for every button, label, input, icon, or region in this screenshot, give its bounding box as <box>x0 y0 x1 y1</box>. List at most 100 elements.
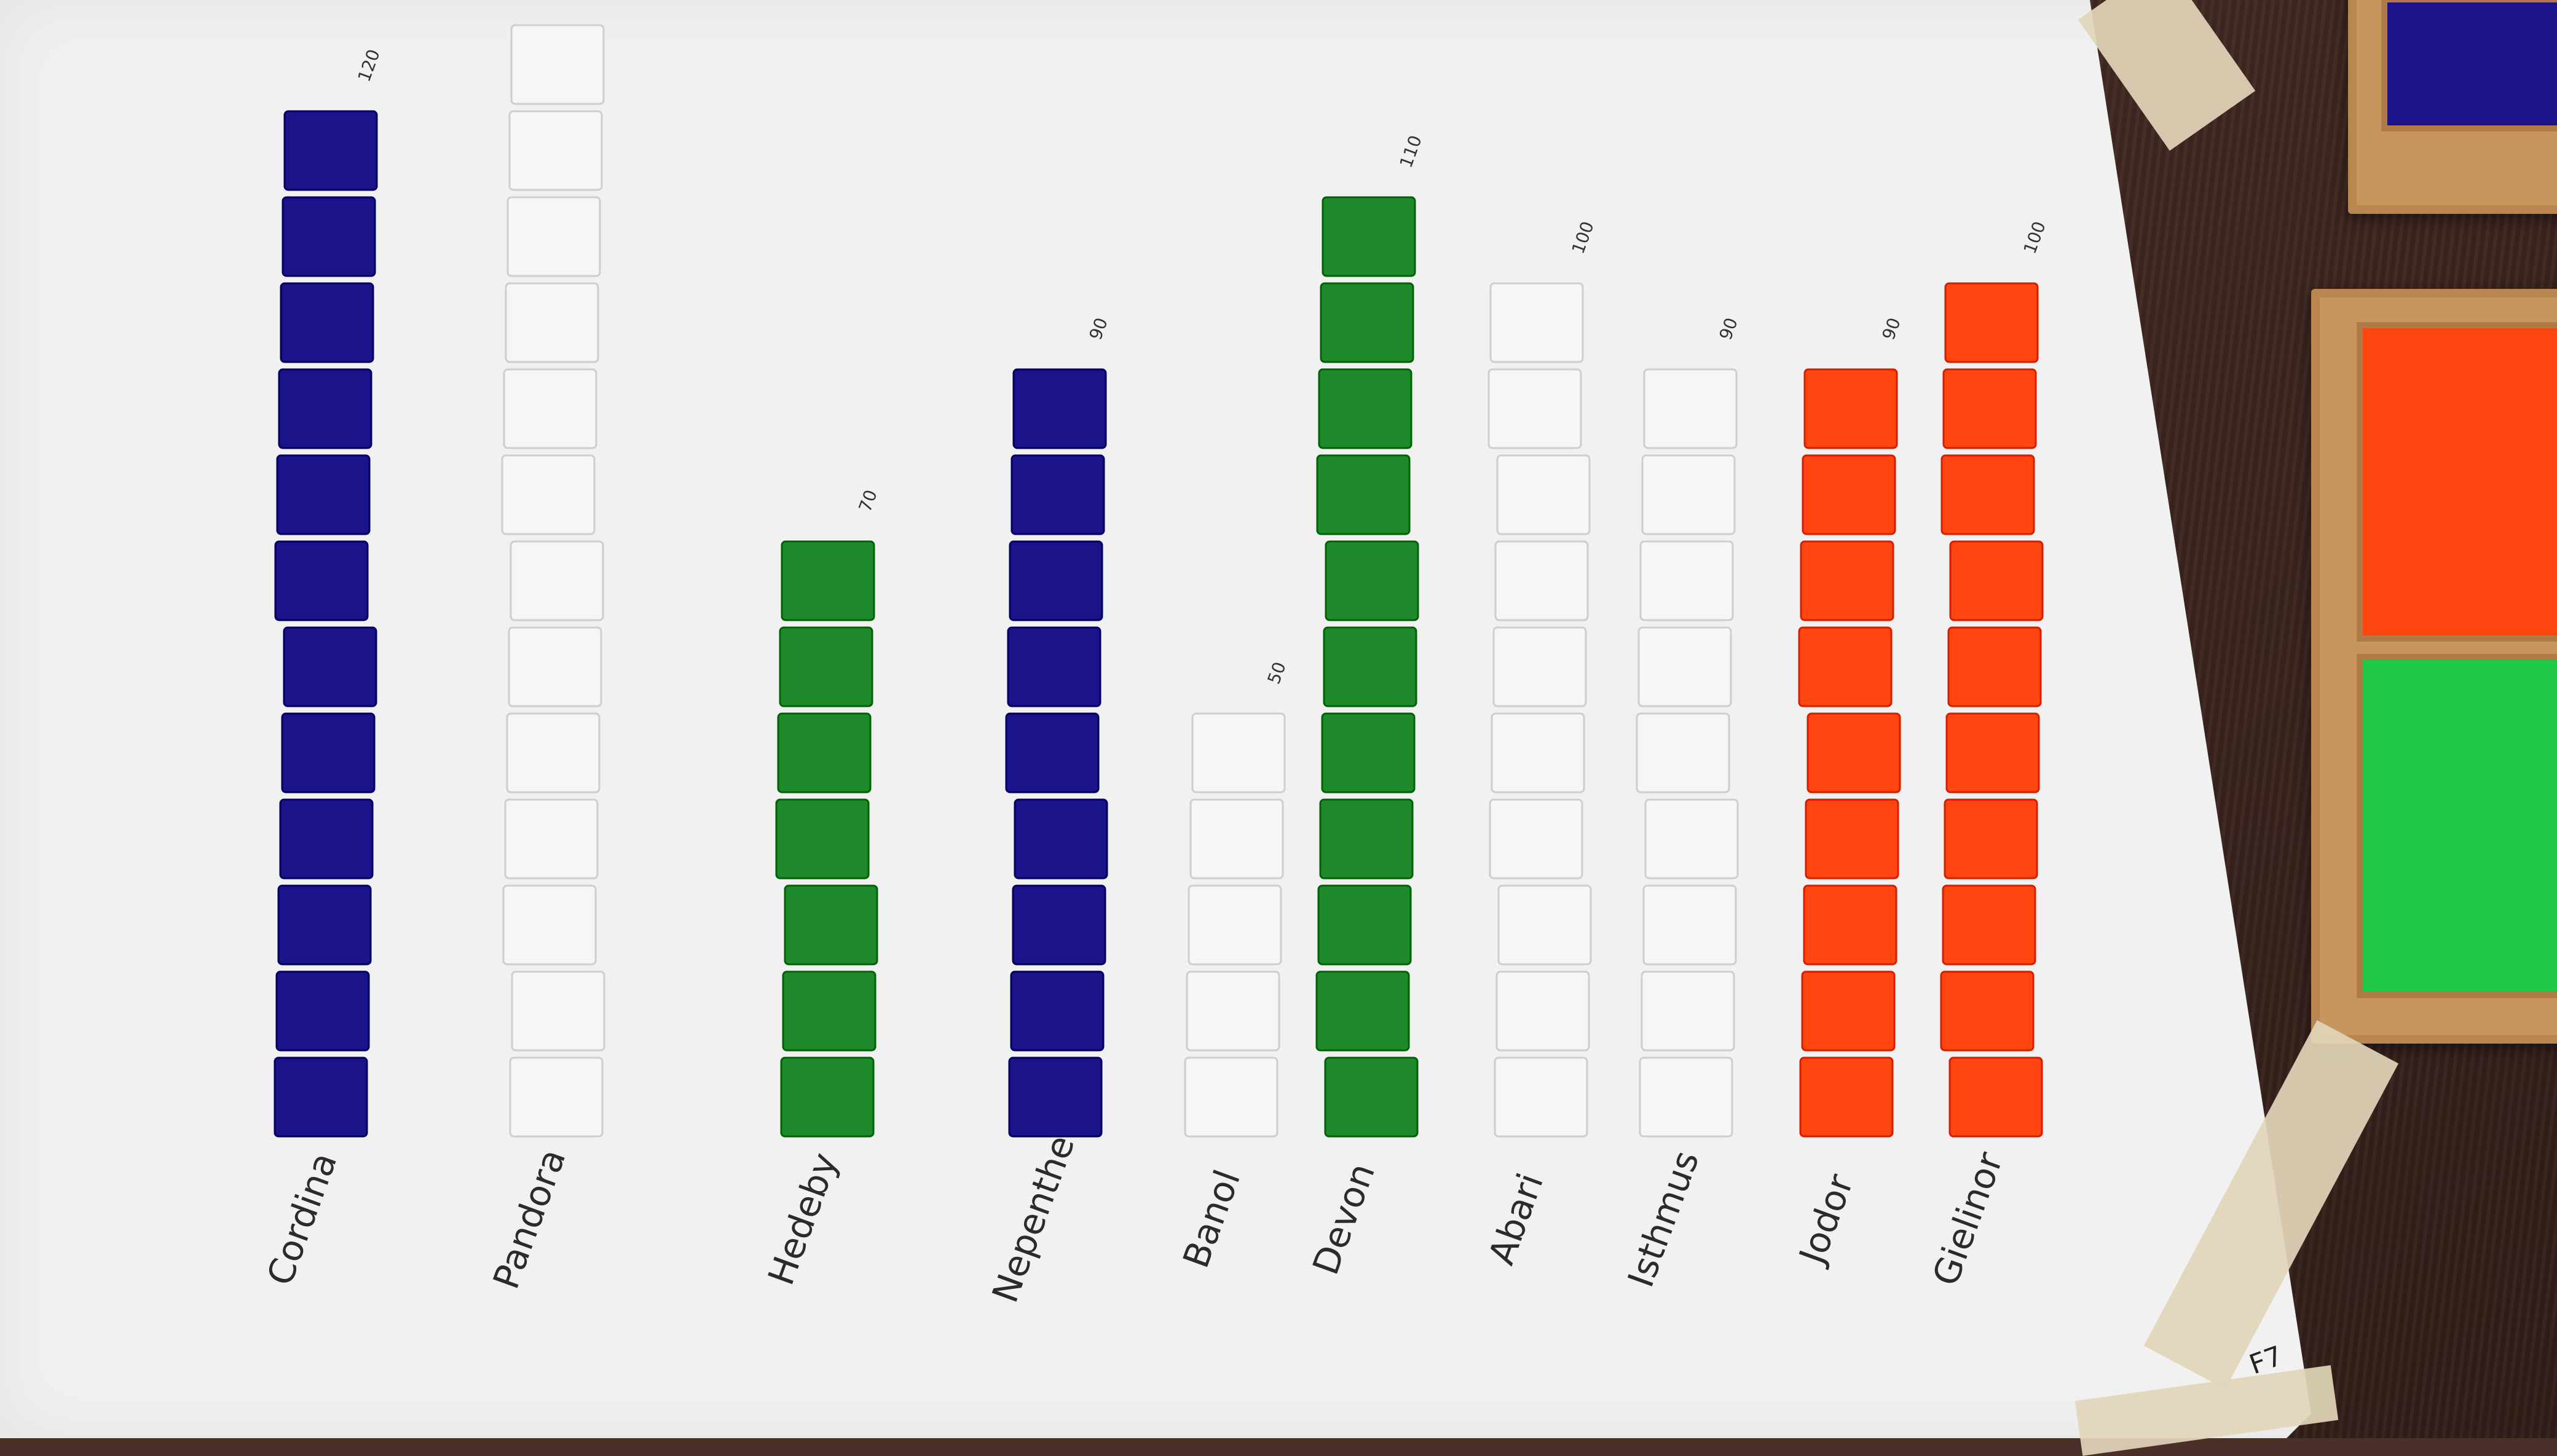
bar-gielinor <box>1940 282 2044 1138</box>
value-label: 90 <box>1716 315 1742 343</box>
category-label: Banol <box>1175 1165 1248 1273</box>
bar-tile <box>1798 626 1893 707</box>
wooden-tray-bottom <box>2311 289 2557 1044</box>
bar-tile <box>281 712 376 793</box>
bar-tile <box>1641 970 1735 1052</box>
bar-tile <box>501 454 596 535</box>
bar-tile <box>784 884 878 966</box>
tray-compartment-blue <box>2381 0 2557 132</box>
category-label: Isthmus <box>1620 1145 1708 1293</box>
bar-tile <box>1799 1057 1894 1138</box>
bar-tile <box>1487 368 1582 449</box>
bar-tile <box>1940 970 2035 1052</box>
bar-tile <box>1637 626 1732 707</box>
category-label: Hedeby <box>760 1147 846 1291</box>
bar-tile <box>1642 884 1737 966</box>
tray-compartment-orange <box>2357 322 2557 642</box>
bar-jodor <box>1798 368 1901 1138</box>
bar-tile <box>1009 540 1103 621</box>
bar-tile <box>1496 454 1591 535</box>
bar-tile <box>275 970 370 1052</box>
bar-tile <box>283 110 378 191</box>
value-label: 100 <box>2020 219 2050 257</box>
bar-tile <box>1489 798 1583 880</box>
category-label: Jodor <box>1791 1169 1862 1271</box>
bar-tile <box>781 540 875 621</box>
bar-tile <box>1944 282 2039 363</box>
bar-tile <box>1494 540 1589 621</box>
value-label: 110 <box>1396 133 1426 171</box>
bar-tile <box>779 626 873 707</box>
bar-tile <box>1319 798 1414 880</box>
bar-tile <box>1184 1057 1278 1138</box>
bar-tile <box>1321 712 1416 793</box>
bar-tile <box>276 454 371 535</box>
bar-tile <box>1944 798 2038 880</box>
bar-tile <box>1636 712 1730 793</box>
bar-tile <box>510 540 604 621</box>
bar-abari <box>1487 282 1592 1138</box>
bar-tile <box>1940 454 2035 535</box>
bar-tile <box>1803 884 1897 966</box>
category-label: Gielinor <box>1925 1147 2011 1291</box>
bar-tile <box>1189 798 1284 880</box>
value-label: 100 <box>1568 219 1598 257</box>
bar-isthmus <box>1636 368 1739 1138</box>
bar-tile <box>1495 970 1590 1052</box>
category-label: Nepenthe <box>984 1130 1083 1308</box>
bar-banol <box>1184 712 1286 1138</box>
bar-tile <box>1317 884 1412 966</box>
bar-tile <box>1639 540 1734 621</box>
bar-tile <box>1315 970 1410 1052</box>
bar-devon <box>1315 196 1419 1138</box>
bar-tile <box>1492 626 1587 707</box>
bar-tile <box>1324 1057 1419 1138</box>
bar-tile <box>1008 1057 1103 1138</box>
bar-tile <box>1012 368 1107 449</box>
bar-tile <box>1949 540 2044 621</box>
bar-tile <box>1639 1057 1733 1138</box>
bar-tile <box>1802 454 1896 535</box>
bar-tile <box>1322 196 1416 277</box>
bar-tile <box>274 1057 368 1138</box>
value-label: 70 <box>855 487 881 515</box>
bar-tile <box>1801 970 1896 1052</box>
bar-tile <box>1643 368 1738 449</box>
bar-tile <box>1948 1057 2043 1138</box>
bar-tile <box>278 368 372 449</box>
bar-tile <box>1012 884 1106 966</box>
bar-tile <box>509 1057 604 1138</box>
bar-tile <box>1186 970 1280 1052</box>
bar-tile <box>511 970 605 1052</box>
bar-hedeby <box>775 540 878 1138</box>
bar-tile <box>1323 626 1417 707</box>
bar-tile <box>508 110 603 191</box>
bar-tile <box>1318 368 1412 449</box>
bar-tile <box>506 712 601 793</box>
wooden-tray-top <box>2348 0 2557 214</box>
value-label: 90 <box>1878 315 1905 343</box>
tray-compartment-green <box>2357 654 2557 998</box>
value-label: 120 <box>354 47 384 85</box>
bar-tile <box>504 798 599 880</box>
bar-tile <box>1806 712 1901 793</box>
bar-tile <box>1803 368 1898 449</box>
bar-tile <box>1489 282 1584 363</box>
bar-tile <box>775 798 870 880</box>
bar-tile <box>510 24 605 105</box>
bar-tile <box>780 1057 875 1138</box>
value-label: 50 <box>1264 659 1290 687</box>
bar-tile <box>1942 884 2036 966</box>
bar-tile <box>277 884 372 966</box>
bar-tile <box>1316 454 1411 535</box>
bar-tile <box>1014 798 1108 880</box>
bar-tile <box>1947 626 2042 707</box>
category-label: Abari <box>1480 1168 1551 1270</box>
bar-tile <box>1497 884 1592 966</box>
bar-tile <box>1010 970 1105 1052</box>
bar-tile <box>1644 798 1739 880</box>
bar-pandora <box>501 24 605 1138</box>
category-label: Devon <box>1304 1158 1383 1280</box>
bar-tile <box>1942 368 2037 449</box>
